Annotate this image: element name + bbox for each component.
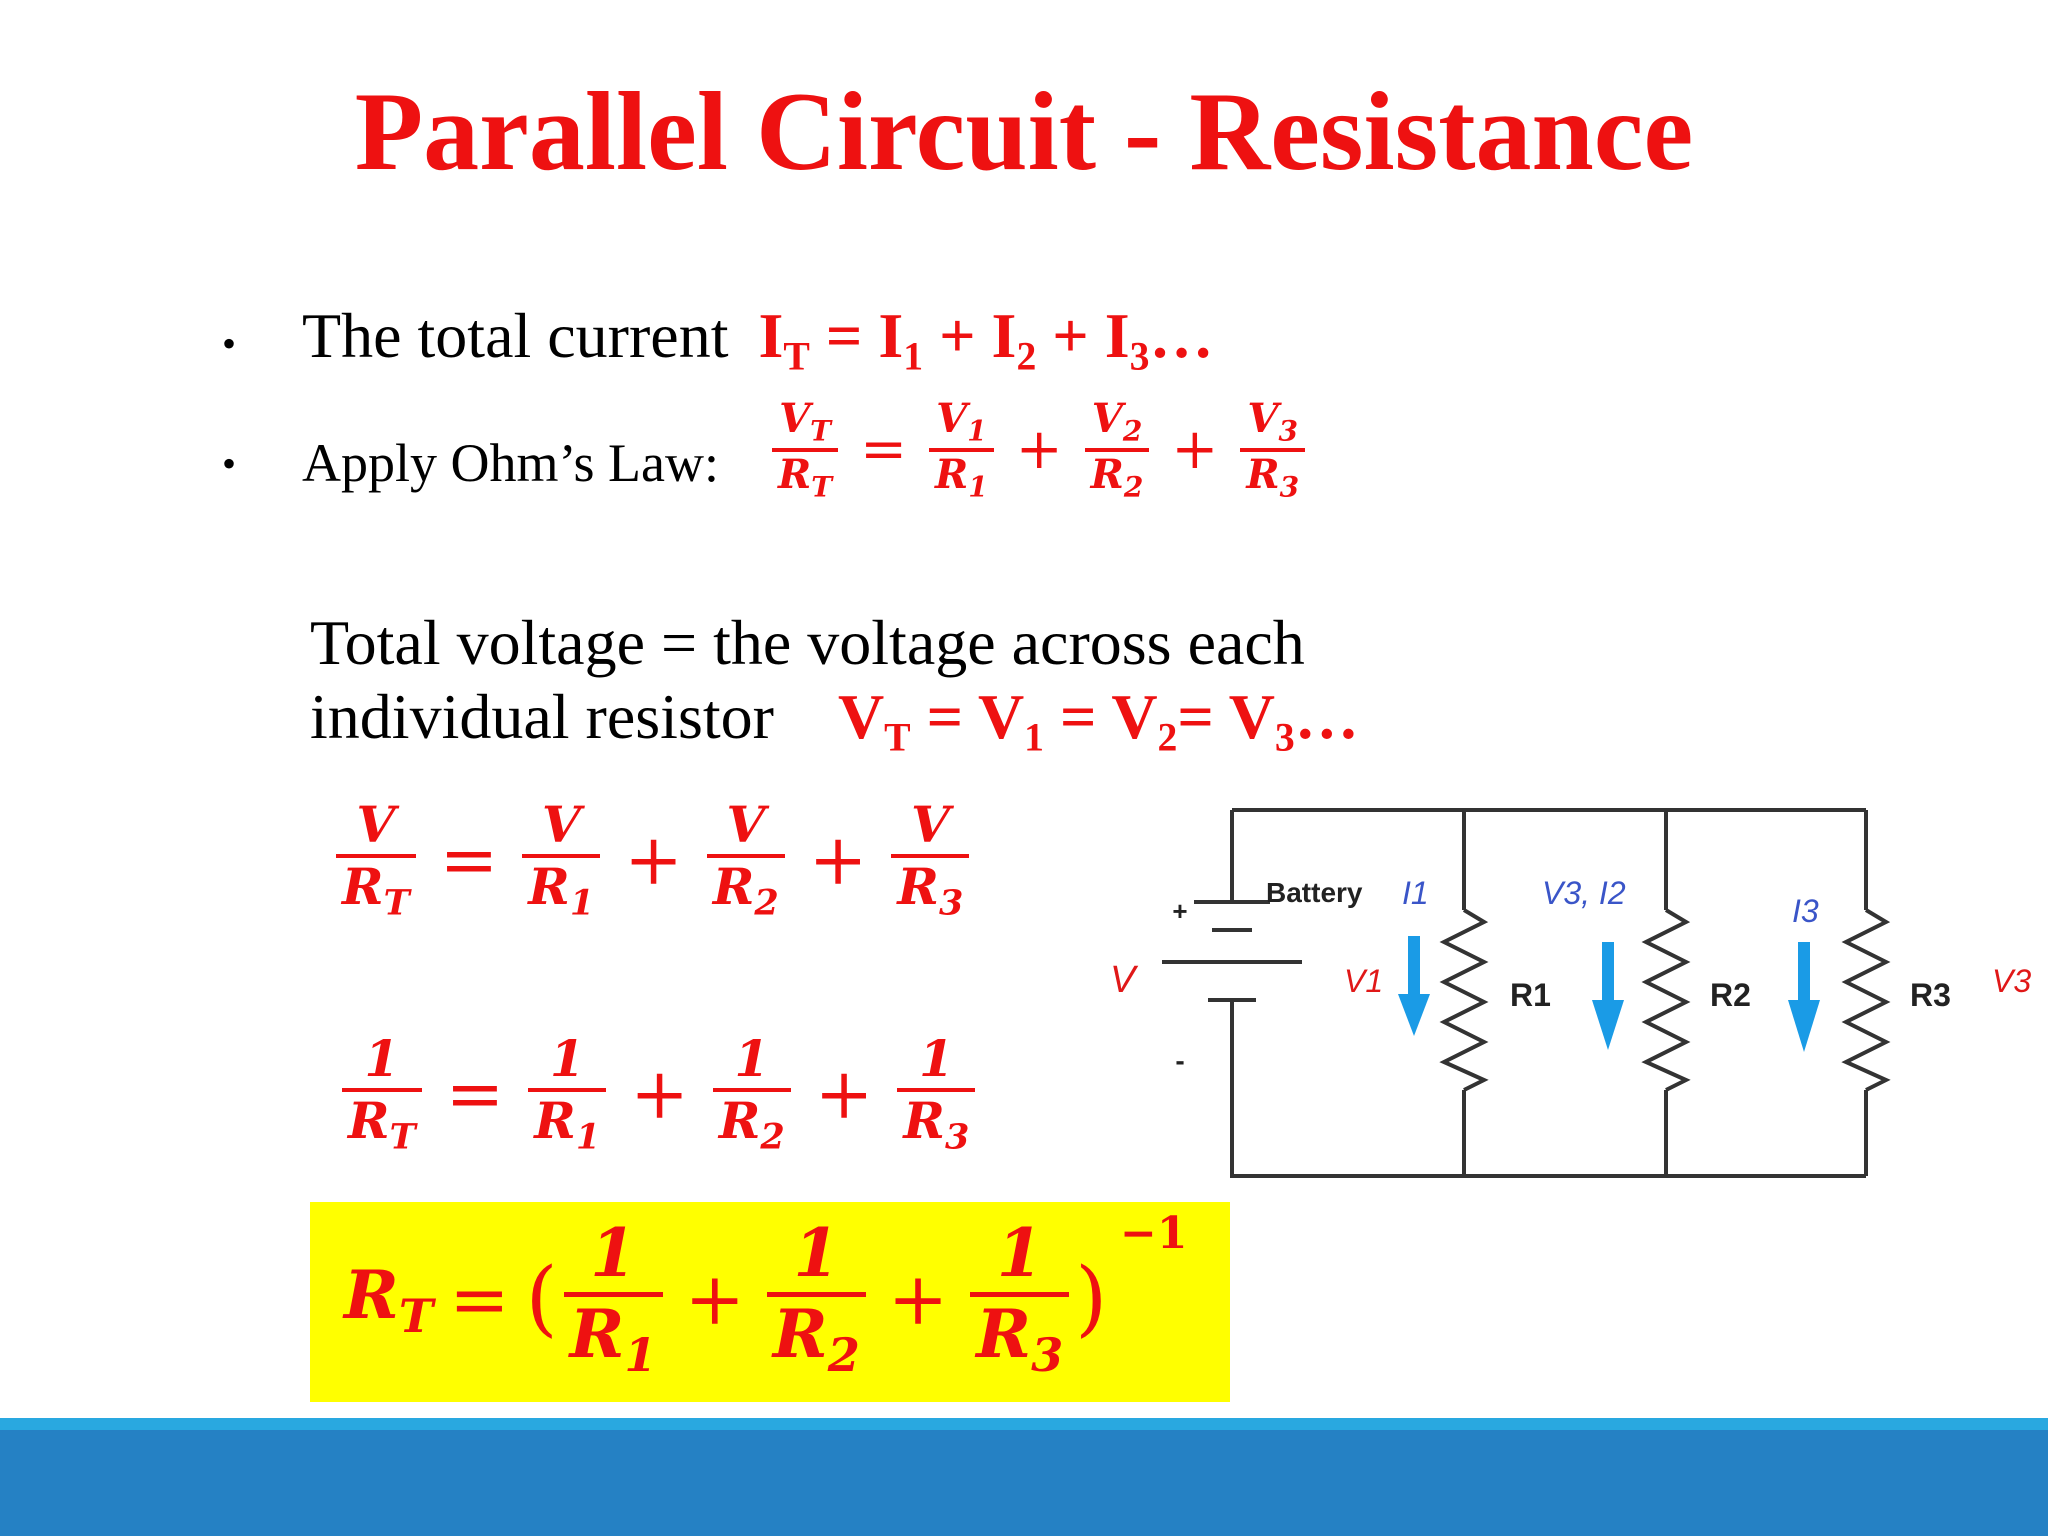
resistors bbox=[1439, 908, 1891, 1092]
current-arrow-3-icon bbox=[1788, 942, 1820, 1052]
bullet-dot: • bbox=[222, 441, 237, 486]
r1-label: R1 bbox=[1510, 977, 1551, 1013]
plus-terminal: + bbox=[1172, 896, 1187, 926]
plus-sign: + bbox=[808, 818, 868, 901]
rt-lhs: RT bbox=[344, 1255, 434, 1343]
footer-bar bbox=[0, 1430, 2048, 1536]
open-paren: ( bbox=[525, 1251, 558, 1347]
bullet-text: The total current bbox=[302, 300, 729, 371]
resistor-r1 bbox=[1439, 908, 1489, 1092]
highlight-box bbox=[310, 1202, 1230, 1402]
minus-terminal: - bbox=[1175, 1045, 1184, 1076]
bullet-ohms-law: • Apply Ohm’s Law: bbox=[222, 428, 719, 503]
slide-title: Parallel Circuit - Resistance bbox=[354, 70, 1694, 194]
i1-label: I1 bbox=[1402, 875, 1429, 911]
v3-i2-label: V3, I2 bbox=[1542, 875, 1626, 911]
circuit-labels: + - Battery V I1 V1 R1 V3, I2 R2 I3 R3 V… bbox=[1110, 875, 2031, 1076]
plus-sign: + bbox=[814, 1052, 874, 1135]
plus-sign: + bbox=[630, 1052, 689, 1135]
v1-label: V1 bbox=[1344, 963, 1383, 999]
v3-label: V3 bbox=[1992, 963, 2031, 999]
i3-label: I3 bbox=[1792, 893, 1819, 929]
plus-sign: + bbox=[684, 1256, 745, 1341]
source-voltage-label: V bbox=[1110, 959, 1139, 1001]
total-current-equation: IT = I1 + I2 + I3… bbox=[758, 300, 1214, 379]
close-paren: ) bbox=[1075, 1251, 1108, 1347]
r2-label: R2 bbox=[1710, 977, 1751, 1013]
equals-sign: = bbox=[445, 1052, 505, 1135]
battery-symbol bbox=[1162, 900, 1302, 1002]
plus-sign: + bbox=[624, 818, 683, 901]
plus-sign: + bbox=[1171, 417, 1219, 483]
total-voltage-equation: VT = V1 = V2= V3… bbox=[837, 681, 1359, 760]
r3-label: R3 bbox=[1910, 977, 1951, 1013]
voltage-line-1: Total voltage = the voltage across each bbox=[310, 607, 1305, 678]
equals-sign: = bbox=[439, 818, 499, 901]
total-voltage-paragraph: Total voltage = the voltage across each … bbox=[310, 606, 1359, 775]
plus-sign: + bbox=[887, 1256, 949, 1341]
current-arrows bbox=[1398, 936, 1820, 1052]
circuit-wires bbox=[1230, 808, 1868, 1178]
current-arrow-1-icon bbox=[1398, 936, 1430, 1036]
exponent-minus-one: −1 bbox=[1120, 1208, 1188, 1259]
parallel-circuit-diagram: + - Battery V I1 V1 R1 V3, I2 R2 I3 R3 V… bbox=[1110, 808, 2031, 1178]
bullet-text: Apply Ohm’s Law: bbox=[302, 433, 719, 493]
current-arrow-2-icon bbox=[1592, 942, 1624, 1050]
resistor-r3 bbox=[1841, 908, 1891, 1092]
footer-accent-line bbox=[0, 1418, 2048, 1430]
battery-label: Battery bbox=[1266, 877, 1363, 908]
plus-sign: + bbox=[1015, 417, 1063, 483]
equals-sign: = bbox=[860, 417, 908, 483]
equals-sign: = bbox=[449, 1256, 510, 1341]
bullet-total-current: • The total current IT = I1 + I2 + I3… bbox=[222, 296, 1214, 397]
bullet-dot: • bbox=[222, 321, 237, 366]
resistor-r2 bbox=[1641, 908, 1691, 1092]
